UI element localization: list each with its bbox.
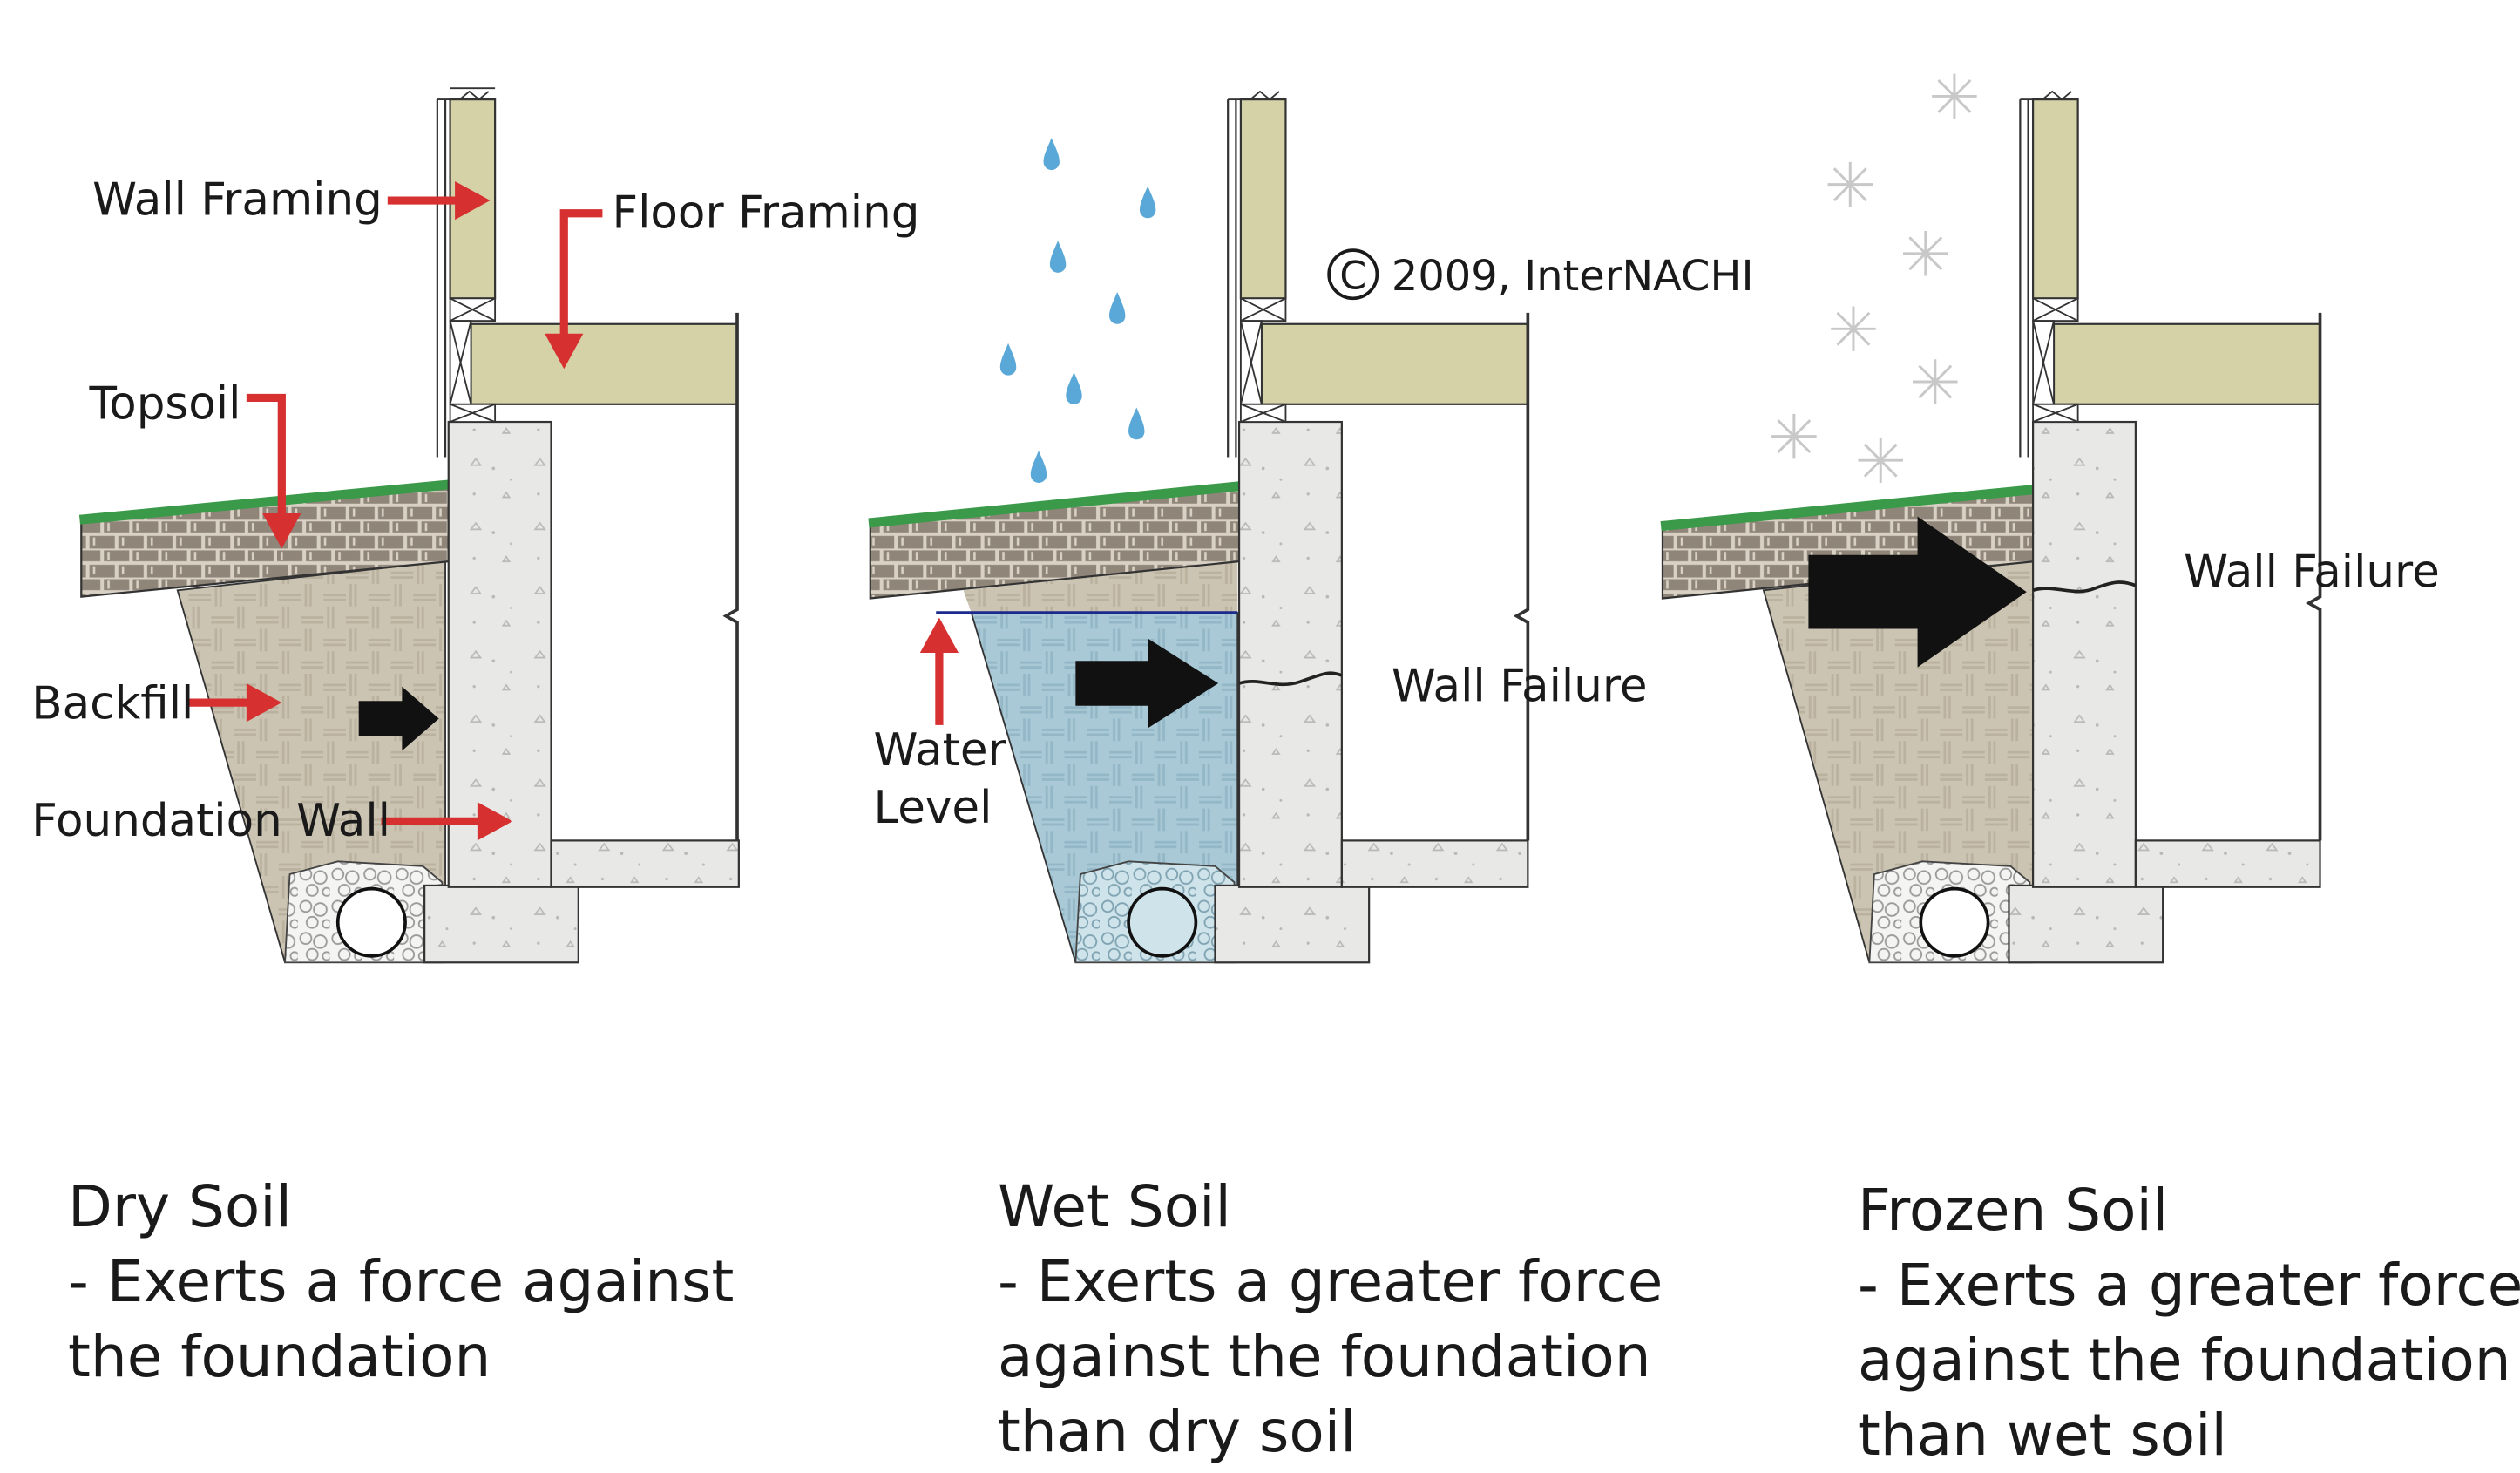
interior-wall-frozen — [2305, 312, 2322, 841]
copyright-symbol: C — [1339, 254, 1366, 298]
foundation-wall-wet — [1237, 420, 1343, 888]
label-wall-failure-frozen: Wall Failure — [2184, 546, 2440, 599]
caption-frozen-title: Frozen Soil — [1858, 1177, 2169, 1244]
label-foundation-wall: Foundation Wall — [31, 795, 390, 847]
label-water: Water — [873, 724, 1006, 777]
panel-wet-soil: C 2009, InterNACHI Water Level Wall Fail… — [868, 90, 1754, 964]
crack-frozen — [2032, 580, 2137, 594]
foundation-wall-block — [447, 420, 552, 888]
footing-wet — [1214, 884, 1371, 964]
footing-frozen — [2008, 884, 2164, 964]
interior-wall — [722, 312, 739, 841]
force-arrow-wet — [1075, 638, 1219, 729]
backfill-above-water — [963, 561, 1238, 614]
snowflakes — [1770, 72, 1979, 485]
arrow-floor-framing — [545, 209, 603, 370]
arrow-water-level — [919, 617, 959, 725]
floor-joist — [470, 322, 739, 405]
sheathing — [436, 99, 447, 458]
force-arrow — [358, 686, 439, 751]
label-floor-framing: Floor Framing — [612, 187, 919, 239]
floor-slab-frozen — [2134, 839, 2321, 888]
label-wall-failure-wet: Wall Failure — [1392, 660, 1648, 712]
caption-wet-line-3: than dry soil — [998, 1398, 1357, 1465]
drain-pipe-wet — [1127, 886, 1198, 958]
stud-frozen — [2031, 98, 2079, 300]
caption-wet-line-2: against the foundation — [998, 1323, 1651, 1390]
arrow-wall-framing — [387, 180, 491, 221]
caption-wet-title: Wet Soil — [998, 1173, 1231, 1240]
caption-dry-line-2: the foundation — [68, 1323, 491, 1390]
caption-dry-soil: Dry Soil - Exerts a force against the fo… — [68, 1170, 734, 1395]
caption-frozen-soil: Frozen Soil - Exerts a greater force aga… — [1858, 1173, 2520, 1473]
caption-frozen-line-2: against the foundation — [1858, 1327, 2511, 1394]
grass-line — [78, 479, 451, 525]
arrow-foundation-wall — [381, 802, 513, 841]
panel-dry-soil: Wall Framing Floor Framing Topsoil Backf… — [31, 87, 919, 964]
floor-slab — [550, 839, 740, 888]
caption-dry-title: Dry Soil — [68, 1173, 292, 1240]
label-backfill: Backfill — [31, 678, 193, 730]
caption-wet-soil: Wet Soil - Exerts a greater force agains… — [998, 1170, 1663, 1470]
drain-pipe — [335, 886, 407, 958]
foundation-wall-frozen — [2031, 420, 2137, 888]
drain-pipe-frozen — [1919, 886, 1990, 958]
label-level: Level — [873, 782, 992, 834]
floor-slab-wet — [1340, 839, 1529, 888]
caption-dry-line-1: - Exerts a force against — [68, 1248, 735, 1315]
copyright-text: 2009, InterNACHI — [1392, 253, 1754, 301]
caption-frozen-line-1: - Exerts a greater force — [1858, 1252, 2520, 1319]
caption-wet-line-1: - Exerts a greater force — [998, 1248, 1663, 1315]
interior-wall-wet — [1513, 312, 1530, 841]
grass-line-wet — [868, 481, 1242, 528]
rain-drops — [999, 138, 1156, 483]
arrow-backfill — [188, 683, 282, 723]
arrow-topsoil — [246, 393, 301, 549]
floor-joist-frozen — [2052, 322, 2321, 405]
stud-wet — [1239, 98, 1287, 300]
label-wall-framing: Wall Framing — [92, 174, 383, 227]
force-arrow-frozen — [1808, 516, 2027, 668]
label-topsoil: Topsoil — [88, 377, 240, 430]
copyright-mark: C 2009, InterNACHI — [1327, 248, 1754, 301]
caption-frozen-line-3: than wet soil — [1858, 1402, 2227, 1469]
grass-line-frozen — [1660, 484, 2037, 532]
footing — [423, 884, 579, 964]
panel-frozen-soil: Wall Failure — [1660, 72, 2440, 964]
floor-joist-wet — [1260, 322, 1529, 405]
crack-wet — [1238, 671, 1343, 687]
